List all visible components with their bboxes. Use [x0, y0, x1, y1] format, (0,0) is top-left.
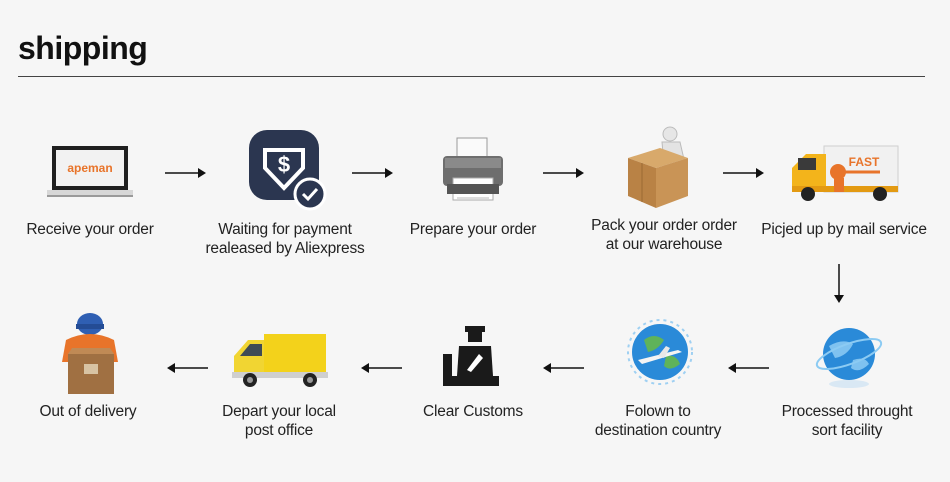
arrow-right [165, 166, 207, 180]
step-prepare-order: Prepare your order [378, 128, 568, 239]
payment-dollar-icon: $ [235, 128, 335, 218]
title-divider [18, 76, 925, 77]
step-label: Picjed up by mail service [761, 221, 927, 238]
step-depart-local: Depart your local post office [184, 310, 374, 440]
step-label-line1: Pack your order order [591, 217, 737, 234]
step-pack-order: Pack your order order at our warehouse [569, 124, 759, 254]
arrow-right [543, 166, 585, 180]
step-label: Prepare your order [409, 221, 537, 238]
arrow-right [352, 166, 394, 180]
blue-globe-icon [797, 310, 897, 400]
svg-text:$: $ [278, 152, 290, 177]
step-label-line1: Depart your local [222, 403, 336, 420]
apeman-logo-text: apeman [67, 161, 112, 175]
step-label-line2: at our warehouse [605, 236, 723, 253]
arrow-left [166, 361, 208, 375]
computer-monitor-icon: apeman [40, 128, 140, 218]
arrow-down [832, 264, 846, 304]
yellow-van-icon [224, 310, 334, 400]
step-label: Clear Customs [423, 403, 523, 420]
step-picked-up: FAST Picjed up by mail service [749, 128, 939, 239]
customs-officer-icon [423, 310, 523, 400]
packing-box-icon [614, 124, 714, 214]
step-label-line2: realeased by Aliexpress [205, 240, 365, 257]
step-label-line2: post office [244, 422, 314, 439]
step-label: Out of delivery [39, 403, 137, 420]
step-label: Receive your order [26, 221, 154, 238]
printer-icon [423, 128, 523, 218]
step-out-of-delivery: Out of delivery [0, 310, 183, 421]
step-flown-destination: Folown to destination country [563, 310, 753, 440]
step-processed-sort: Processed throught sort facility [752, 310, 942, 440]
globe-airplane-icon [608, 310, 708, 400]
arrow-left [727, 361, 769, 375]
step-waiting-payment: $ Waiting for payment realeased by Aliex… [190, 128, 380, 258]
step-label-line2: sort facility [811, 422, 883, 439]
step-label-line1: Folown to [625, 403, 691, 420]
arrow-right [723, 166, 765, 180]
page-title: shipping [18, 30, 148, 66]
fast-delivery-truck-icon: FAST [784, 128, 904, 218]
arrow-left [542, 361, 584, 375]
step-clear-customs: Clear Customs [378, 310, 568, 421]
courier-with-box-icon [38, 310, 138, 400]
step-label-line1: Processed throught [781, 403, 913, 420]
step-receive-order: apeman Receive your order [0, 128, 185, 239]
step-label-line1: Waiting for payment [218, 221, 352, 238]
truck-fast-text: FAST [849, 155, 880, 169]
step-label-line2: destination country [594, 422, 722, 439]
arrow-left [360, 361, 402, 375]
